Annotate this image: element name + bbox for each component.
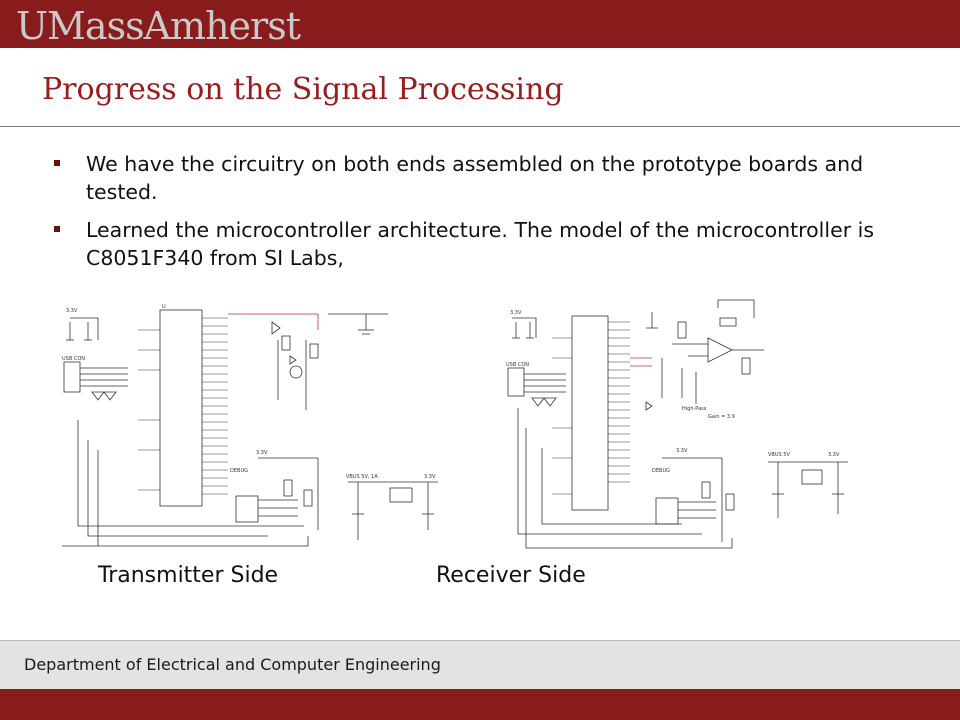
- university-logo: UMassAmherst: [16, 4, 301, 48]
- svg-text:U: U: [162, 304, 166, 310]
- bullet-list: We have the circuitry on both ends assem…: [52, 150, 932, 282]
- svg-text:3.3V: 3.3V: [66, 308, 78, 314]
- svg-text:3.3V: 3.3V: [256, 450, 268, 456]
- svg-text:USB CON: USB CON: [62, 356, 85, 362]
- header-bar: UMassAmherst: [0, 0, 960, 48]
- transmitter-schematic: 3.3V USB CON 3.3V DEBUG VBUS 5V, 1A 3.3V U: [62, 304, 438, 547]
- svg-text:VBUS 5V: VBUS 5V: [768, 452, 790, 458]
- svg-text:Gain = 3.9: Gain = 3.9: [708, 414, 735, 420]
- svg-text:3.3V: 3.3V: [676, 448, 688, 454]
- square-bullet-icon: [54, 160, 60, 166]
- svg-text:DEBUG: DEBUG: [652, 468, 670, 474]
- svg-text:3.3V: 3.3V: [424, 474, 436, 480]
- svg-text:DEBUG: DEBUG: [230, 468, 248, 474]
- bullet-item: We have the circuitry on both ends assem…: [52, 150, 932, 206]
- bullet-text: We have the circuitry on both ends assem…: [86, 152, 864, 204]
- receiver-caption: Receiver Side: [436, 563, 586, 588]
- svg-text:3.3V: 3.3V: [828, 452, 840, 458]
- slide-title: Progress on the Signal Processing: [42, 72, 564, 107]
- bullet-text: Learned the microcontroller architecture…: [86, 218, 875, 270]
- svg-text:High-Pass: High-Pass: [682, 406, 707, 412]
- svg-text:VBUS 5V, 1A: VBUS 5V, 1A: [346, 474, 378, 480]
- transmitter-caption: Transmitter Side: [98, 563, 279, 588]
- bullet-item: Learned the microcontroller architecture…: [52, 216, 932, 272]
- department-name: Department of Electrical and Computer En…: [24, 655, 441, 674]
- square-bullet-icon: [54, 226, 60, 232]
- receiver-schematic: 3.3V USB CON 3.3V DEBUG VBUS 5V 3.3V High-P…: [506, 299, 848, 549]
- bottom-bar: [0, 689, 960, 720]
- footer-bar: Department of Electrical and Computer En…: [0, 640, 960, 689]
- title-divider: [0, 126, 960, 127]
- svg-text:USB CON: USB CON: [506, 362, 529, 368]
- svg-text:3.3V: 3.3V: [510, 310, 522, 316]
